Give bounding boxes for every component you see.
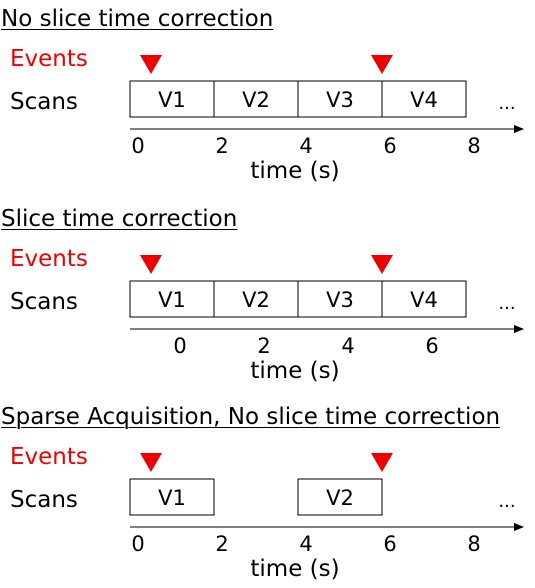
scan-label: V2 bbox=[326, 486, 354, 510]
tick-label: 8 bbox=[467, 134, 480, 158]
tick-label: 0 bbox=[131, 134, 144, 158]
axis-arrow-icon bbox=[514, 523, 524, 531]
event-marker-icon bbox=[140, 255, 162, 274]
tick-label: 6 bbox=[383, 134, 396, 158]
panel-title: Slice time correction bbox=[1, 206, 238, 232]
event-marker-icon bbox=[140, 453, 162, 472]
scan-label: V1 bbox=[158, 88, 186, 112]
scan-box bbox=[213, 80, 299, 118]
panel-title: No slice time correction bbox=[1, 6, 274, 32]
tick-label: 2 bbox=[257, 334, 270, 358]
events-label: Events bbox=[10, 444, 88, 470]
event-marker-icon bbox=[140, 55, 162, 74]
scan-label: V2 bbox=[242, 88, 270, 112]
tick-label: 2 bbox=[215, 134, 228, 158]
axis-arrow-icon bbox=[514, 125, 524, 133]
ellipsis-text: ... bbox=[498, 491, 515, 512]
time-axis-title: time (s) bbox=[250, 158, 340, 184]
events-label: Events bbox=[10, 46, 88, 72]
tick-label: 0 bbox=[173, 334, 186, 358]
time-axis-title: time (s) bbox=[250, 358, 340, 384]
scans-label: Scans bbox=[10, 487, 78, 513]
timeline-diagram: V1 V2 V3 V4... 0 2 4 6 8 bbox=[129, 55, 524, 158]
timeline-diagram: V1 V2 V3 V4... 0 2 4 6 bbox=[129, 255, 524, 358]
scan-box bbox=[129, 280, 215, 318]
tick-label: 4 bbox=[341, 334, 354, 358]
tick-label: 0 bbox=[131, 532, 144, 556]
scan-box bbox=[297, 478, 383, 516]
tick-label: 2 bbox=[215, 532, 228, 556]
scans-label: Scans bbox=[10, 89, 78, 115]
scan-box bbox=[297, 80, 383, 118]
scan-label: V2 bbox=[242, 288, 270, 312]
ellipsis-text: ... bbox=[498, 93, 515, 114]
timeline-diagram: V1 V2... 0 2 4 6 8 bbox=[129, 453, 524, 556]
scan-box bbox=[129, 478, 215, 516]
scan-box bbox=[297, 280, 383, 318]
scan-box bbox=[213, 280, 299, 318]
time-axis-title: time (s) bbox=[250, 556, 340, 582]
axis-arrow-icon bbox=[514, 325, 524, 333]
tick-label: 4 bbox=[299, 532, 312, 556]
scan-box bbox=[381, 80, 467, 118]
event-marker-icon bbox=[371, 55, 393, 74]
scan-label: V4 bbox=[410, 88, 438, 112]
scans-label: Scans bbox=[10, 289, 78, 315]
tick-label: 6 bbox=[425, 334, 438, 358]
panel-title: Sparse Acquisition, No slice time correc… bbox=[1, 404, 501, 430]
scan-label: V1 bbox=[158, 288, 186, 312]
scan-box bbox=[381, 280, 467, 318]
panel-no-slice-time-correction: No slice time correction Events Scans V1… bbox=[0, 0, 535, 190]
tick-label: 6 bbox=[383, 532, 396, 556]
tick-label: 8 bbox=[467, 532, 480, 556]
event-marker-icon bbox=[371, 453, 393, 472]
ellipsis-text: ... bbox=[498, 293, 515, 314]
event-marker-icon bbox=[371, 255, 393, 274]
tick-label: 4 bbox=[299, 134, 312, 158]
scan-label: V3 bbox=[326, 88, 354, 112]
scan-label: V4 bbox=[410, 288, 438, 312]
scan-label: V1 bbox=[158, 486, 186, 510]
panel-sparse-acquisition: Sparse Acquisition, No slice time correc… bbox=[0, 398, 535, 588]
scan-label: V3 bbox=[326, 288, 354, 312]
events-label: Events bbox=[10, 246, 88, 272]
